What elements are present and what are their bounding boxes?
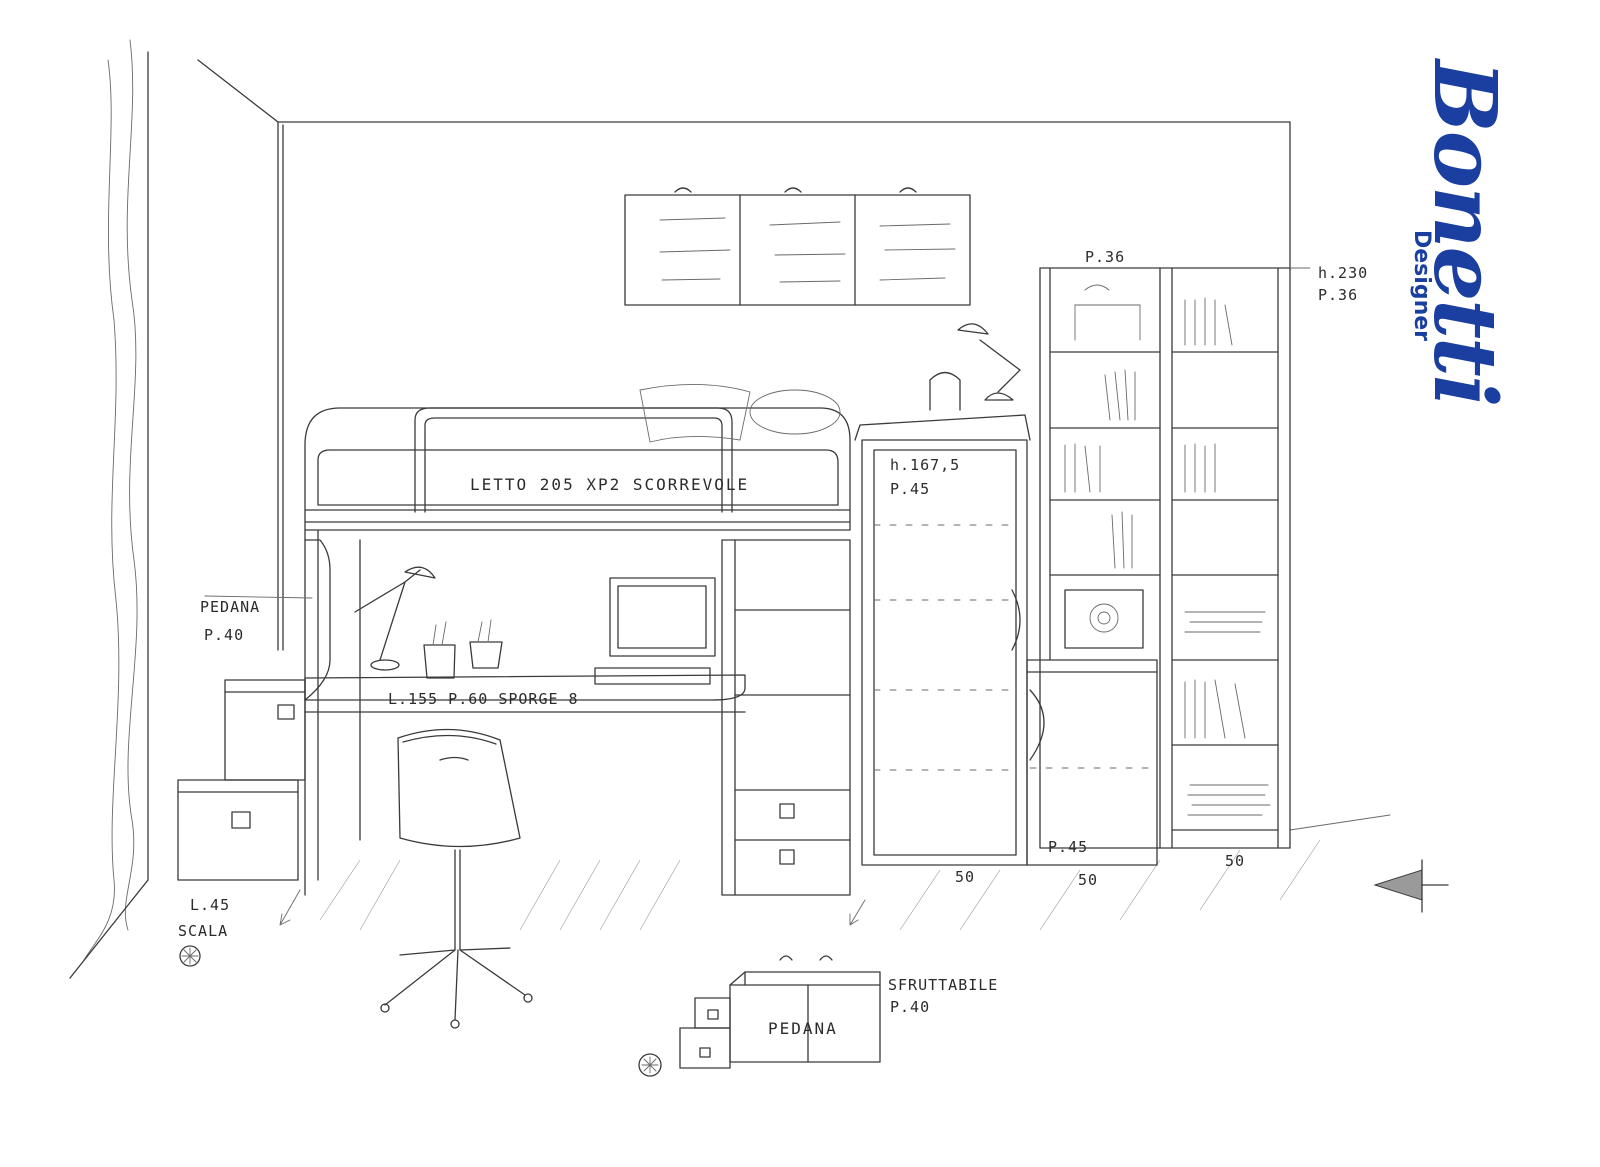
bookcase-depth: P.36 <box>1318 286 1358 304</box>
stair-label: SCALA <box>178 922 228 940</box>
pedana-side-depth: P.40 <box>204 626 244 644</box>
bed-label: LETTO 205 XP2 SCORREVOLE <box>470 475 749 494</box>
logo-brand-text: Bonetti <box>1414 57 1515 405</box>
pedana-bottom-depth: P.40 <box>890 998 930 1016</box>
pedana-bottom-label: PEDANA <box>768 1019 838 1038</box>
star-circle-icon <box>179 945 201 967</box>
wall-cabinet <box>624 187 971 306</box>
room-walls <box>69 39 1391 979</box>
pedana-side-label: PEDANA <box>200 598 260 616</box>
curtain-line <box>83 59 120 961</box>
width-dim-2: 50 <box>1078 871 1098 889</box>
star-circle-icon <box>638 1053 662 1077</box>
stair-steps: PEDANA P.40 L.45 SCALA <box>177 595 313 967</box>
bonetti-logo: Bonetti Designer <box>1409 57 1515 405</box>
direction-arrow-icon <box>1373 859 1449 913</box>
bookcase-height: h.230 <box>1318 264 1368 282</box>
lower-cabinet-depth: P.45 <box>1048 838 1088 856</box>
logo-tagline: Designer <box>1409 230 1434 341</box>
width-dim-1: 50 <box>955 868 975 886</box>
pedana-detail: PEDANA SFRUTTABILE P.40 <box>638 955 998 1077</box>
width-dim-3: 50 <box>1225 852 1245 870</box>
wardrobe-depth: P.45 <box>890 480 930 498</box>
desk-unit: L.155 P.60 SPORGE 8 <box>304 529 746 896</box>
wardrobe-height: h.167,5 <box>890 456 960 474</box>
lower-cabinet: P.45 <box>1026 659 1158 866</box>
stair-width: L.45 <box>190 896 230 914</box>
curtain-line <box>124 39 138 931</box>
desk-shelf-unit <box>721 539 851 896</box>
pedana-bottom-note: SFRUTTABILE <box>888 976 998 994</box>
loft-bed: LETTO 205 XP2 SCORREVOLE <box>304 384 851 531</box>
desk-label: L.155 P.60 SPORGE 8 <box>388 690 579 708</box>
wardrobe: h.167,5 P.45 <box>854 323 1031 866</box>
bookcase-top-depth: P.36 <box>1085 248 1125 266</box>
bookcase: P.36 h.230 P.36 <box>1039 248 1368 849</box>
desk-chair <box>380 728 533 1029</box>
